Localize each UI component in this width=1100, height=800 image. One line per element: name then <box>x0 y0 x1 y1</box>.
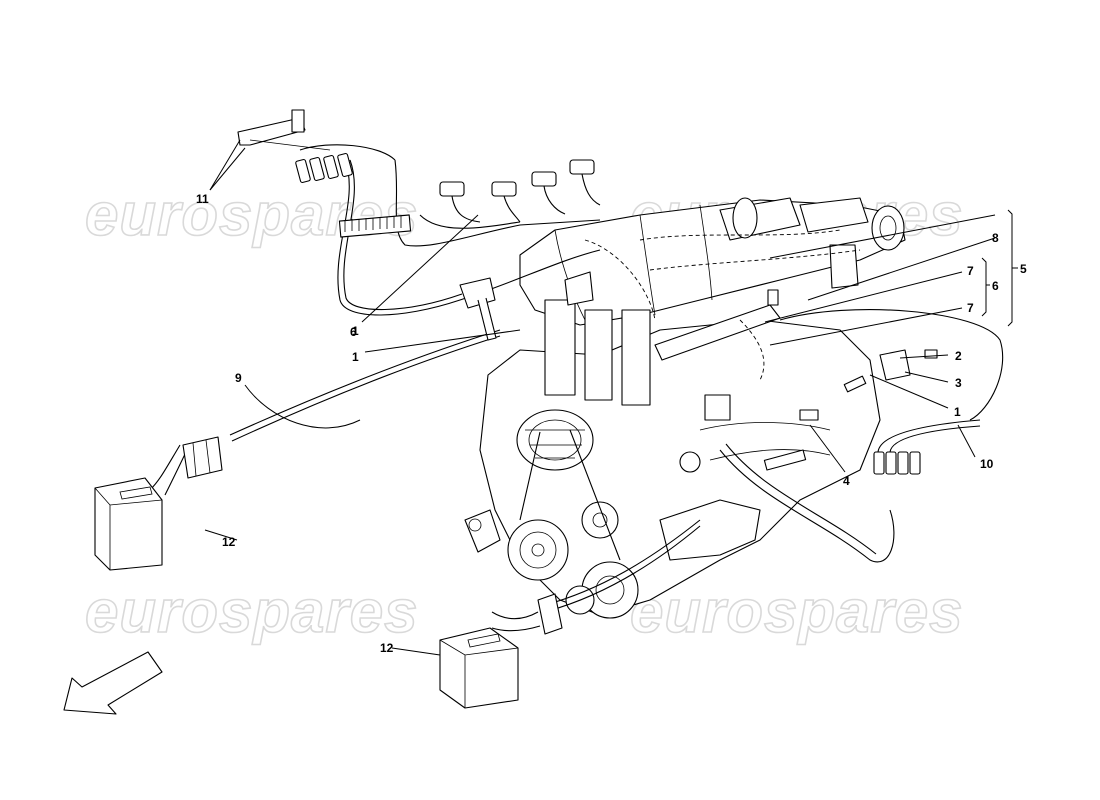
watermark-top-left: eurospares <box>85 181 419 248</box>
callout-1-right: 1 <box>954 405 961 419</box>
ecu-left <box>94 477 163 571</box>
leader-lines <box>204 139 1018 656</box>
callout-1-upper: 1 <box>352 324 359 338</box>
callout-1-left: 1 <box>352 350 359 364</box>
callout-11: 11 <box>196 192 209 206</box>
callout-4: 4 <box>843 474 850 488</box>
callout-10: 10 <box>980 457 994 471</box>
callout-2: 2 <box>955 349 962 363</box>
callout-6-left: 6 <box>350 325 357 339</box>
callout-9: 9 <box>235 371 242 385</box>
callout-12-right: 12 <box>380 641 394 655</box>
grommet-right <box>491 593 563 635</box>
callouts: 1 1 1 2 3 4 5 6 6 7 7 8 9 10 11 12 12 <box>196 192 1027 655</box>
grommet-left <box>182 436 223 479</box>
callout-8: 8 <box>992 231 999 245</box>
callout-6-right: 6 <box>992 279 999 293</box>
callout-5: 5 <box>1020 262 1027 276</box>
callout-12-left: 12 <box>222 535 236 549</box>
callout-7-upper: 7 <box>967 264 974 278</box>
callout-7-lower: 7 <box>967 301 974 315</box>
left-injector-connectors <box>295 152 353 184</box>
arrow-down-left-icon <box>63 651 163 715</box>
watermark-bottom-left: eurospares <box>85 578 419 645</box>
watermark-bottom-right: eurospares <box>630 578 964 645</box>
callout-3: 3 <box>955 376 962 390</box>
right-injector-connectors <box>873 419 981 475</box>
ecu-right <box>439 627 519 709</box>
wiring-harness <box>149 109 1004 612</box>
engine-assembly <box>464 197 906 619</box>
